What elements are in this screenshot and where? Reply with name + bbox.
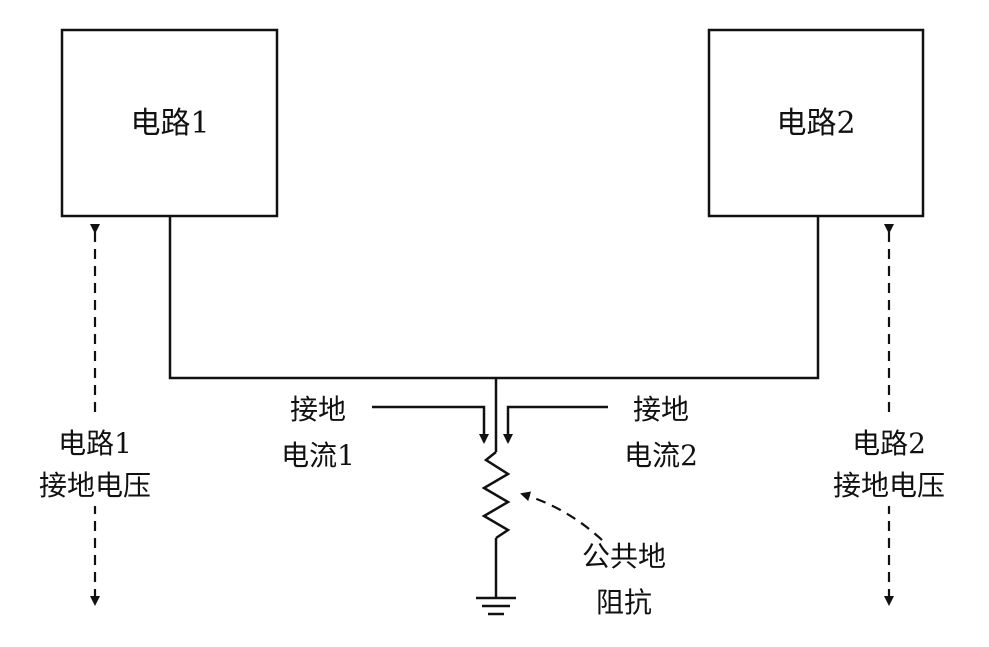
common-impedance-resistor bbox=[481, 451, 511, 540]
svg-text:接地电压: 接地电压 bbox=[833, 469, 945, 502]
impedance-pointer-arrow bbox=[520, 491, 603, 541]
svg-text:接地电压: 接地电压 bbox=[39, 469, 151, 502]
svg-text:电路2: 电路2 bbox=[852, 427, 926, 460]
svg-text:阻抗: 阻抗 bbox=[596, 586, 652, 619]
circuit-2-block: 电路2 bbox=[707, 28, 925, 218]
svg-text:公共地: 公共地 bbox=[582, 540, 666, 573]
circuit-1-ground-voltage-label: 电路1 接地电压 bbox=[39, 427, 151, 502]
ground-symbol bbox=[476, 596, 516, 616]
circuit-2-label: 电路2 bbox=[776, 106, 855, 141]
svg-text:接地: 接地 bbox=[633, 393, 689, 426]
circuit-1-block: 电路1 bbox=[60, 28, 279, 218]
common-ground-impedance-label: 公共地 阻抗 bbox=[582, 540, 666, 619]
ground-current-1-arrow bbox=[372, 405, 489, 444]
ground-current-1-label: 接地 电流1 bbox=[281, 393, 355, 472]
ground-bus-wire bbox=[168, 216, 820, 380]
circuit-1-voltage-label-bg bbox=[15, 418, 175, 506]
ground-current-2-label: 接地 电流2 bbox=[624, 393, 698, 472]
ground-current-2-arrow bbox=[503, 405, 608, 444]
svg-text:电流1: 电流1 bbox=[281, 439, 355, 472]
svg-text:电流2: 电流2 bbox=[624, 439, 698, 472]
circuit-1-label: 电路1 bbox=[130, 106, 209, 141]
ground-wiring bbox=[168, 216, 820, 597]
circuit-2-ground-voltage-label: 电路2 接地电压 bbox=[833, 427, 945, 502]
svg-text:接地: 接地 bbox=[290, 393, 346, 426]
svg-text:电路1: 电路1 bbox=[58, 427, 132, 460]
circuit-2-voltage-label-bg bbox=[810, 418, 970, 506]
